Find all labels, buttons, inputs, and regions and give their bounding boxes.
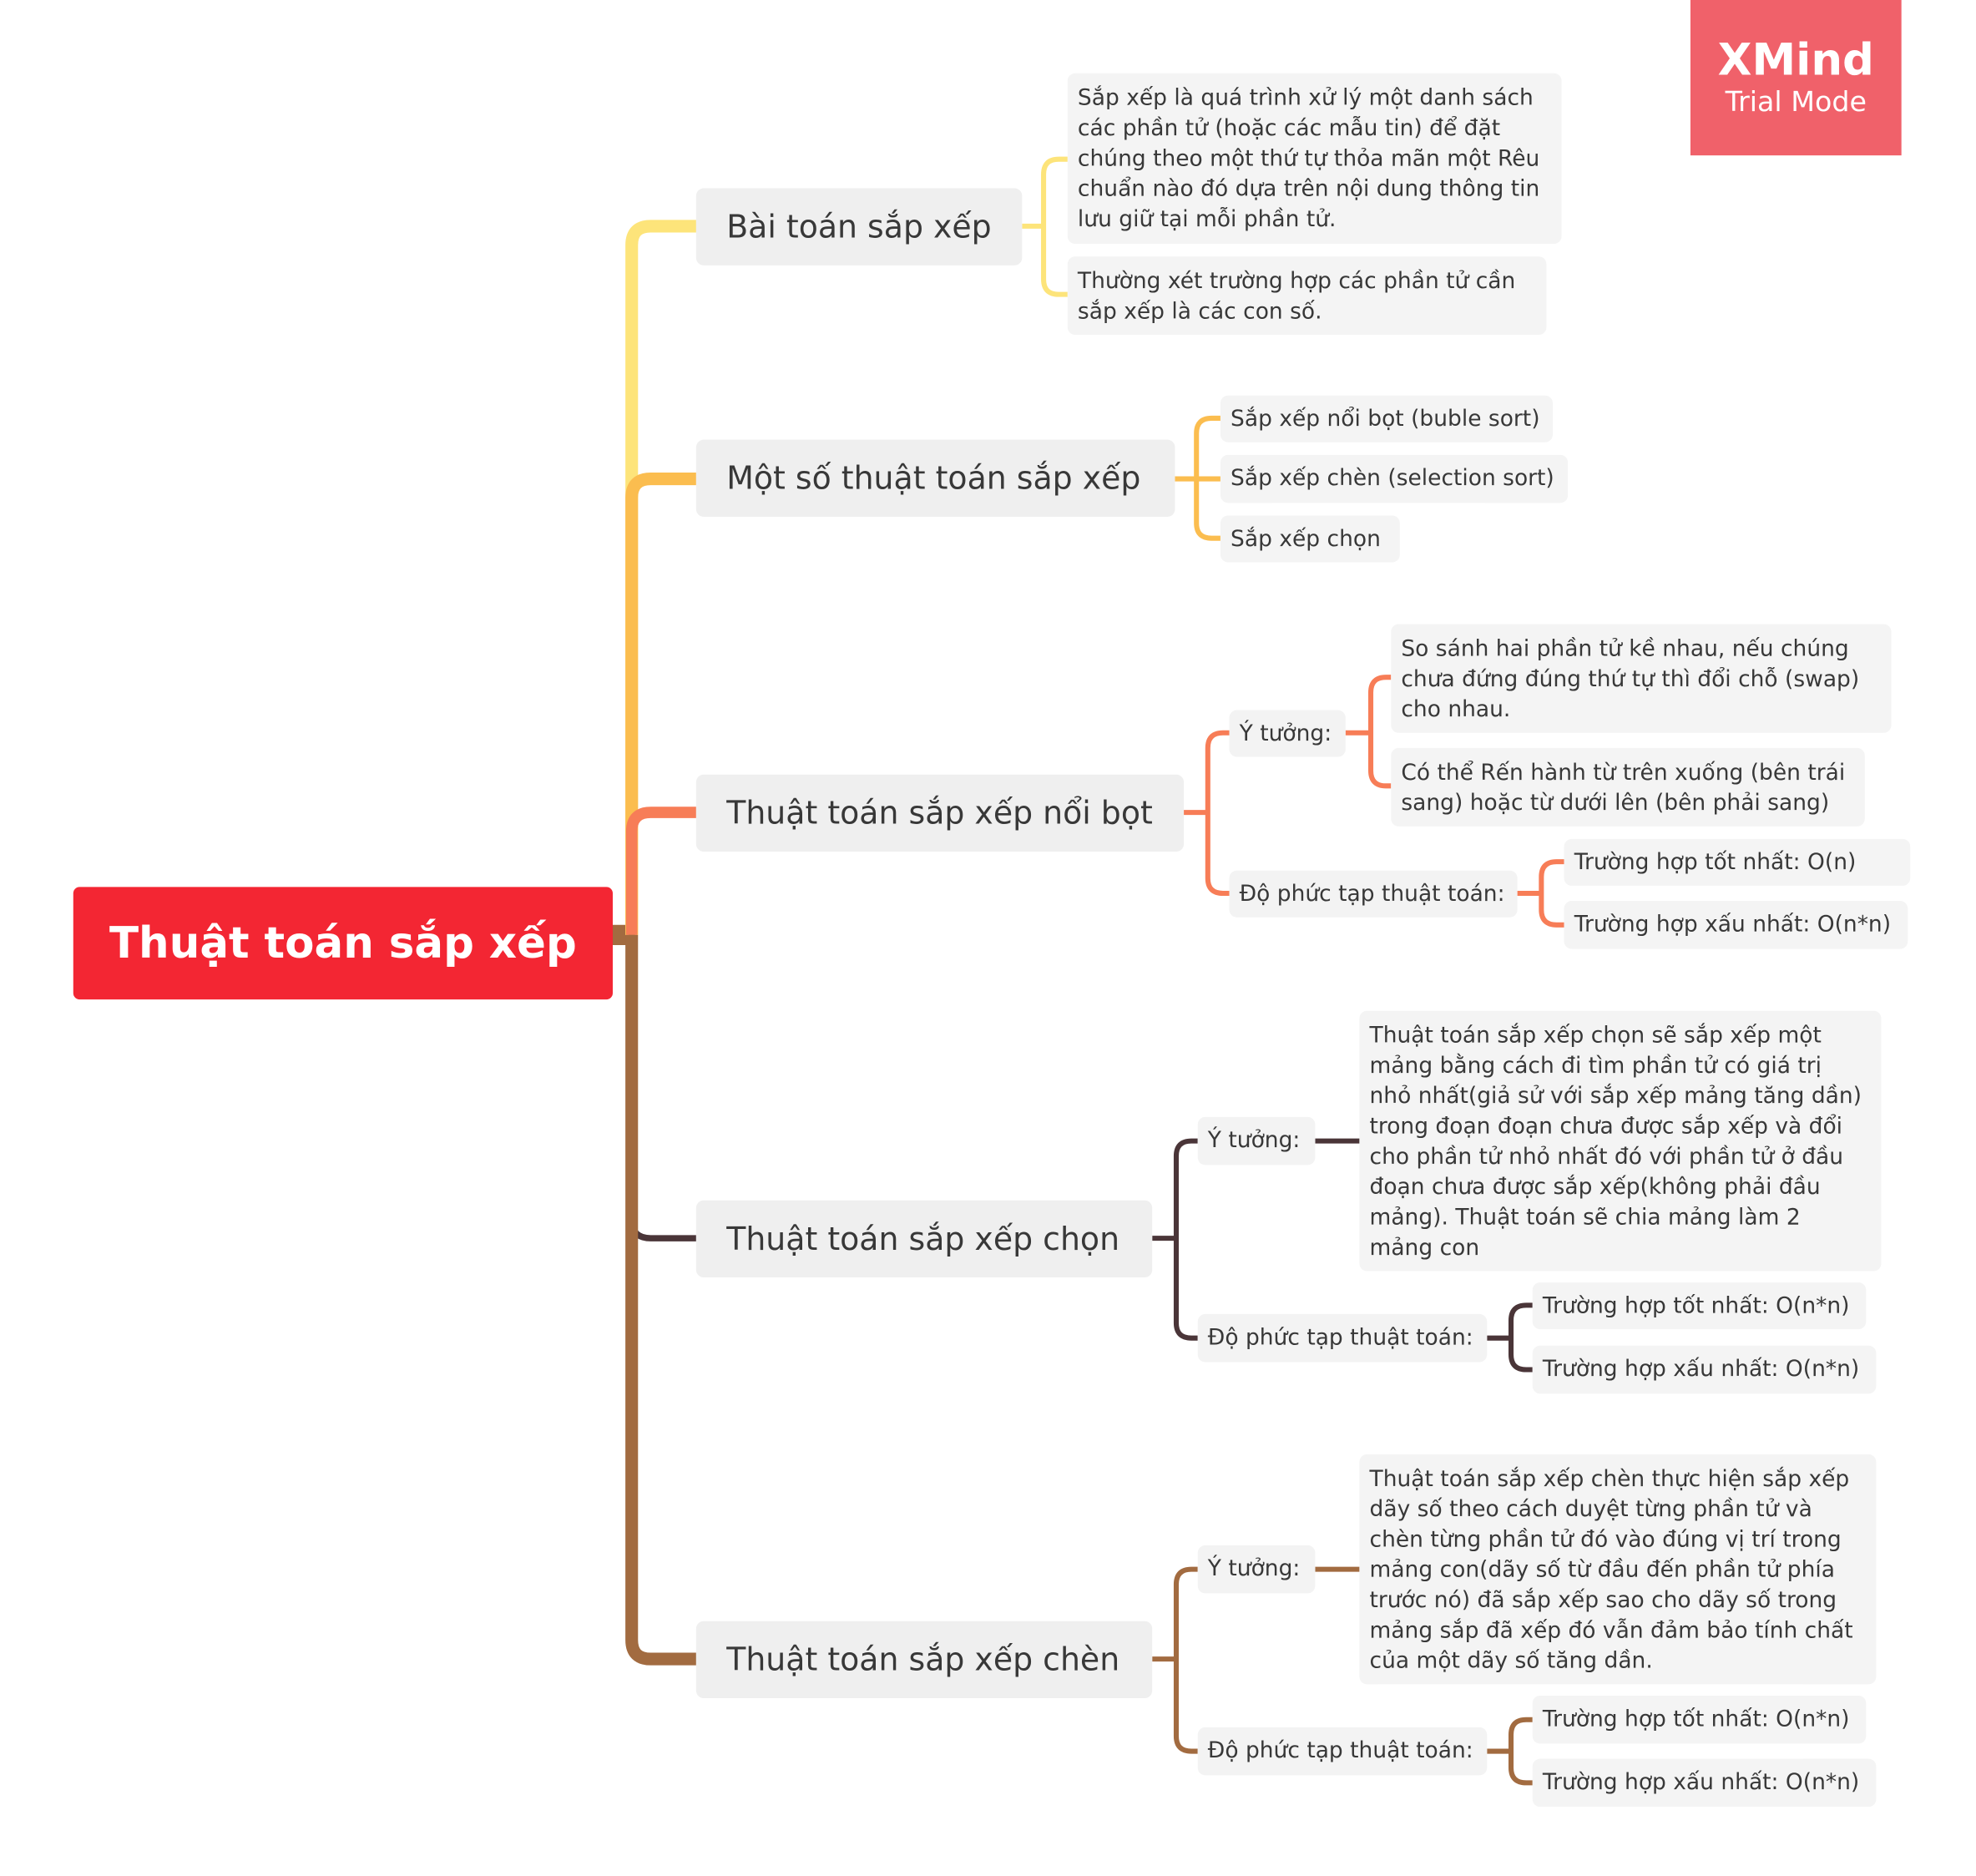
topic-bubble-sort[interactable]: Thuật toán sắp xếp nổi bọt xyxy=(695,774,1185,852)
subtopic-insertion-sort[interactable]: Sắp xếp chèn (selection sort) xyxy=(1220,454,1569,503)
connector-branch-5 xyxy=(625,934,696,1666)
selection-worst-case[interactable]: Trường hợp xấu nhất: O(n*n) xyxy=(1532,1345,1877,1394)
connector-b1-children xyxy=(1022,156,1068,297)
selection-best-case[interactable]: Trường hợp tốt nhất: O(n*n) xyxy=(1532,1282,1867,1330)
connector-b4-complexity xyxy=(1487,1302,1533,1373)
connector-branch-3 xyxy=(625,807,696,935)
watermark-mode: Trial Mode xyxy=(1725,86,1867,119)
topic-selection-sort[interactable]: Thuật toán sắp xếp chọn xyxy=(695,1200,1153,1278)
bubble-worst-case[interactable]: Trường hợp xấu nhất: O(n*n) xyxy=(1564,901,1908,949)
topic-insertion-sort[interactable]: Thuật toán sắp xếp chèn xyxy=(695,1621,1153,1699)
bubble-idea-compare[interactable]: So sánh hai phần tử kề nhau, nếu chúng c… xyxy=(1391,624,1892,733)
connector-branch-4 xyxy=(628,934,696,1241)
topic-sorting-problem[interactable]: Bài toán sắp xếp xyxy=(695,188,1023,265)
xmind-trial-watermark: XMind Trial Mode xyxy=(1690,0,1902,156)
topic-sorting-algorithms-list[interactable]: Một số thuật toán sắp xếp xyxy=(695,439,1175,517)
subtopic-bubble-sort[interactable]: Sắp xếp nổi bọt (buble sort) xyxy=(1220,395,1553,442)
selection-idea-label[interactable]: Ý tưởng: xyxy=(1197,1116,1316,1166)
connector-b3-children xyxy=(1184,730,1230,897)
connector-b2-children xyxy=(1175,415,1220,541)
connector-branch-2 xyxy=(625,473,696,935)
insertion-idea-description[interactable]: Thuật toán sắp xếp chèn thực hiện sắp xế… xyxy=(1359,1454,1877,1685)
root-topic[interactable]: Thuật toán sắp xếp xyxy=(73,887,613,1000)
connector-b5-children xyxy=(1152,1566,1198,1754)
connector-b3-complexity xyxy=(1517,859,1564,928)
subtopic-selection-sort[interactable]: Sắp xếp chọn xyxy=(1220,515,1400,563)
bubble-best-case[interactable]: Trường hợp tốt nhất: O(n) xyxy=(1564,838,1911,886)
selection-complexity-label[interactable]: Độ phức tạp thuật toán: xyxy=(1197,1313,1488,1363)
insertion-best-case[interactable]: Trường hợp tốt nhất: O(n*n) xyxy=(1532,1695,1867,1744)
insertion-complexity-label[interactable]: Độ phức tạp thuật toán: xyxy=(1197,1727,1488,1776)
selection-idea-description[interactable]: Thuật toán sắp xếp chọn sẽ sắp xếp một m… xyxy=(1359,1010,1882,1272)
connector-b4-children xyxy=(1152,1138,1198,1341)
subtopic-sorting-numbers[interactable]: Thường xét trường hợp các phần tử cần sắ… xyxy=(1067,256,1547,336)
bubble-idea-direction[interactable]: Có thể Rến hành từ trên xuống (bên trái … xyxy=(1391,747,1865,827)
connector-b5-complexity xyxy=(1487,1717,1533,1786)
subtopic-sorting-definition[interactable]: Sắp xếp là quá trình xử lý một danh sách… xyxy=(1067,73,1562,245)
watermark-brand: XMind xyxy=(1717,34,1874,86)
bubble-complexity-label[interactable]: Độ phức tạp thuật toán: xyxy=(1229,870,1518,918)
connector-b3-ideas xyxy=(1345,675,1392,789)
insertion-worst-case[interactable]: Trường hợp xấu nhất: O(n*n) xyxy=(1532,1758,1877,1808)
insertion-idea-label[interactable]: Ý tưởng: xyxy=(1197,1545,1316,1594)
connector-branch-1 xyxy=(625,220,696,935)
bubble-idea-label[interactable]: Ý tưởng: xyxy=(1229,710,1346,757)
